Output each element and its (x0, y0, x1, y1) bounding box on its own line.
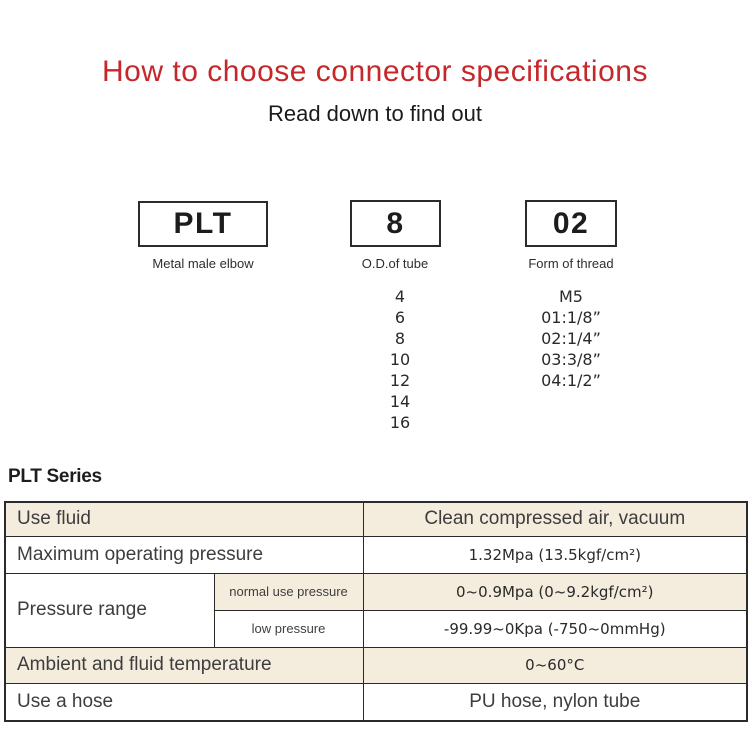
thread-form-option: M5 (559, 287, 583, 306)
model-code-box-tube-od: 8 (350, 200, 441, 247)
spec-value-max-pressure: 1.32Mpa (13.5kgf/cm²) (362, 535, 748, 574)
spec-value-normal-pressure: 0~0.9Mpa (0~9.2kgf/cm²) (362, 572, 748, 611)
spec-value-temperature: 0~60°C (362, 646, 748, 684)
model-code-label-thread: Form of thread (528, 256, 614, 271)
table-row: low pressure -99.99~0Kpa (-750~0mmHg) (5, 609, 748, 648)
tube-od-option: 12 (389, 371, 411, 390)
table-row: Ambient and fluid temperature 0~60°C (4, 646, 748, 684)
spec-label-use-fluid: Use fluid (4, 501, 364, 537)
table-row: Use a hose PU hose, nylon tube (4, 682, 748, 722)
model-code-box-series: PLT (138, 201, 268, 247)
tube-od-option: 16 (389, 413, 411, 432)
thread-form-option: 04:1/2” (541, 371, 601, 390)
thread-form-option: 03:3/8” (541, 350, 601, 369)
spec-sublabel-low-pressure: low pressure (213, 609, 364, 648)
model-code-box-thread: 02 (525, 200, 617, 247)
spec-label-temperature: Ambient and fluid temperature (4, 646, 364, 684)
table-row: Use fluid Clean compressed air, vacuum (4, 501, 748, 537)
table-row: Pressure range normal use pressure 0~0.9… (4, 572, 748, 648)
tube-od-option: 14 (389, 392, 411, 411)
spec-label-pressure-range: Pressure range (4, 572, 215, 648)
tube-od-option: 8 (394, 329, 406, 348)
page-subtitle: Read down to find out (267, 101, 483, 126)
spec-value-hose: PU hose, nylon tube (362, 682, 748, 722)
spec-table: Use fluid Clean compressed air, vacuum M… (4, 501, 749, 722)
thread-form-option: 01:1/8” (541, 308, 601, 327)
table-row: Maximum operating pressure 1.32Mpa (13.5… (4, 535, 748, 574)
spec-value-low-pressure: -99.99~0Kpa (-750~0mmHg) (362, 609, 748, 648)
tube-od-option: 6 (394, 308, 406, 327)
thread-form-option-list: M5 01:1/8” 02:1/4” 03:3/8” 04:1/2” (506, 286, 636, 391)
spec-value-use-fluid: Clean compressed air, vacuum (362, 501, 748, 537)
model-code-label-tube-od: O.D.of tube (361, 256, 429, 271)
tube-od-option: 4 (394, 287, 406, 306)
model-code-label-series: Metal male elbow (152, 256, 254, 271)
page-title: How to choose connector specifications (102, 55, 648, 88)
tube-od-option-list: 4 6 8 10 12 14 16 (335, 286, 465, 433)
spec-label-max-pressure: Maximum operating pressure (4, 535, 364, 574)
spec-sublabel-normal-pressure: normal use pressure (213, 572, 364, 611)
spec-label-hose: Use a hose (4, 682, 364, 722)
tube-od-option: 10 (389, 350, 411, 369)
series-heading: PLT Series (8, 466, 102, 487)
thread-form-option: 02:1/4” (541, 329, 601, 348)
